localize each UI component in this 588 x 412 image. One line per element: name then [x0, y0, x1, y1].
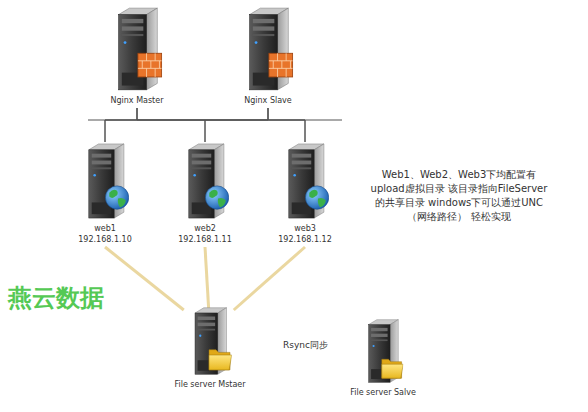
server-node: File server Mstaer: [171, 306, 249, 392]
server-node: web2192.168.1.11: [175, 142, 235, 247]
server-node: web3192.168.1.12: [275, 142, 335, 247]
server-icon: [81, 142, 130, 220]
server-icon: [188, 306, 232, 376]
watermark: 燕云数据: [8, 284, 104, 312]
network-link: [268, 108, 305, 142]
network-link: [105, 108, 268, 142]
share-link: [234, 247, 305, 310]
network-link: [205, 108, 268, 142]
server-node: web1192.168.1.10: [75, 142, 135, 247]
server-name: web3: [275, 223, 335, 234]
note-text: Web1、Web2、Web3下均配置有 upload虚拟目录 该目录指向File…: [368, 168, 550, 224]
server-icon: [281, 142, 330, 220]
sync-label: Rsync同步: [283, 340, 328, 351]
server-name: web1: [75, 223, 135, 234]
share-link: [105, 247, 184, 310]
server-icon: [110, 6, 164, 92]
share-link: [205, 247, 209, 310]
server-name: Nginx Slave: [238, 95, 298, 106]
server-icon: [181, 142, 230, 220]
server-node: Nginx Slave: [238, 6, 298, 108]
server-name: web2: [175, 223, 235, 234]
ip-address: 192.168.1.11: [175, 234, 235, 245]
server-name: File server Mstaer: [171, 379, 249, 390]
server-name: Nginx Master: [107, 95, 167, 106]
server-icon: [362, 318, 403, 384]
network-link: [137, 108, 205, 142]
server-node: Nginx Master: [107, 6, 167, 108]
server-icon: [241, 6, 295, 92]
network-link: [137, 108, 305, 142]
server-node: File server Salve: [347, 318, 419, 400]
ip-address: 192.168.1.12: [275, 234, 335, 245]
ip-address: 192.168.1.10: [75, 234, 135, 245]
network-link: [105, 108, 137, 142]
server-name: File server Salve: [347, 387, 419, 398]
